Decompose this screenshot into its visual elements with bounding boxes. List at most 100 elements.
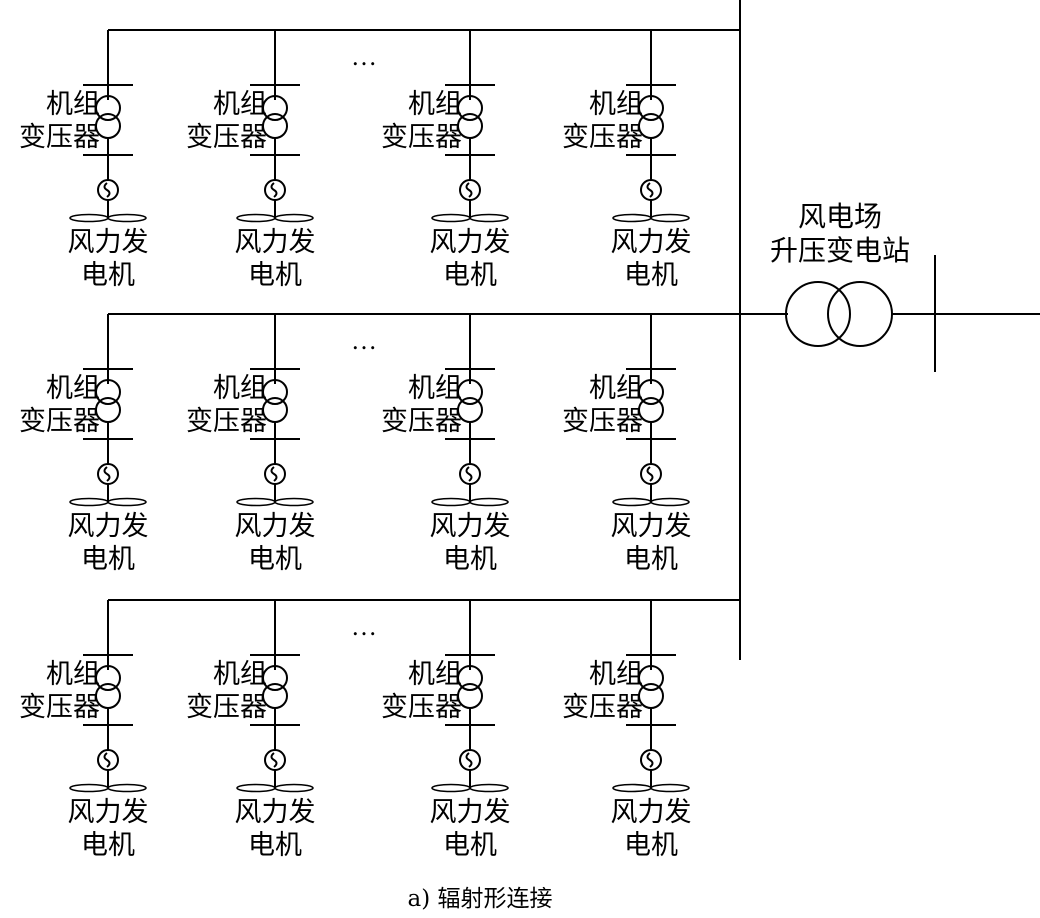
feeder-2-unit-3-transformer-hv-icon: [457, 379, 483, 405]
feeder-2-unit-3-generator-label-line1: 风力发: [429, 511, 511, 542]
feeder-2-unit-1-generator-label-line2: 电机: [81, 544, 135, 575]
feeder-3-unit-4-blade-left-icon: [612, 783, 652, 793]
feeder-2-unit-3-transformer-label: 机组变压器: [362, 372, 462, 438]
feeder-1-unit-1-generator-label-line1: 风力发: [67, 227, 149, 258]
feeder-1-unit-3-transformer-hv-icon: [457, 95, 483, 121]
feeder-3-unit-4-sine-icon: [646, 752, 654, 768]
feeder-3-unit-2-generator-label-line1: 风力发: [234, 797, 316, 828]
feeder-3-unit-4-transformer-label-line2: 变压器: [562, 692, 643, 723]
feeder-1-unit-2-transformer-label-line1: 机组: [213, 89, 267, 120]
feeder-3-unit-3-transformer-hv-icon: [457, 665, 483, 691]
feeder-2-unit-1-generator-label-line1: 风力发: [67, 511, 149, 542]
feeder-3-unit-1-sine-icon: [103, 752, 111, 768]
feeder-1-unit-4-transformer-label-line1: 机组: [589, 89, 643, 120]
substation-label-line2: 升压变电站: [769, 234, 910, 267]
feeder-3-unit-1-transformer-hv-icon: [95, 665, 121, 691]
feeder-2-unit-2-blade-right-icon: [274, 497, 314, 507]
feeder-2-unit-4-sine-icon: [646, 466, 654, 482]
feeder-3-unit-4-blade-right-icon: [650, 783, 690, 793]
feeder-1-unit-4-transformer-label-line2: 变压器: [562, 122, 643, 153]
feeder-3-unit-2-transformer-label-line2: 变压器: [186, 692, 267, 723]
feeder-1-unit-1-blade-left-icon: [69, 213, 109, 223]
feeder-1-unit-4-generator-label-line2: 电机: [624, 260, 678, 291]
feeder-2-unit-4-transformer-label: 机组变压器: [543, 372, 643, 438]
feeder-1-unit-4-transformer-label: 机组变压器: [543, 88, 643, 154]
substation-label: 风电场 升压变电站: [740, 200, 940, 268]
feeder-3-unit-1-generator-label-line2: 电机: [81, 830, 135, 861]
feeder-1-unit-3-generator-label-line1: 风力发: [429, 227, 511, 258]
feeder-2-unit-4-generator-label-line1: 风力发: [610, 511, 692, 542]
feeder-2-unit-4-transformer-hv-icon: [638, 379, 664, 405]
feeder-1-unit-4-generator-label-line1: 风力发: [610, 227, 692, 258]
feeder-3-unit-1-blade-right-icon: [107, 783, 147, 793]
feeder-2-unit-4-generator-label-line2: 电机: [624, 544, 678, 575]
feeder-1-unit-1-generator-label: 风力发电机: [53, 226, 163, 292]
feeder-1-unit-1-transformer-hv-icon: [95, 95, 121, 121]
feeder-3-unit-1-transformer-label: 机组变压器: [0, 658, 100, 724]
feeder-3-unit-2-generator-label-line2: 电机: [248, 830, 302, 861]
feeder-1-unit-4-transformer-hv-icon: [638, 95, 664, 121]
feeder-1-unit-1-transformer-label-line2: 变压器: [19, 122, 100, 153]
feeder-2-unit-3-blade-left-icon: [431, 497, 471, 507]
feeder-2-unit-4-generator-label: 风力发电机: [596, 510, 706, 576]
feeder-3-unit-2-generator-label: 风力发电机: [220, 796, 330, 862]
feeder-2-unit-2-generator-label-line2: 电机: [248, 544, 302, 575]
feeder-1-unit-3-blade-left-icon: [431, 213, 471, 223]
feeder-1-unit-2-generator-label-line1: 风力发: [234, 227, 316, 258]
feeder-1-unit-4-blade-left-icon: [612, 213, 652, 223]
feeder-3-unit-4-transformer-label: 机组变压器: [543, 658, 643, 724]
feeder-1-unit-4-generator-label: 风力发电机: [596, 226, 706, 292]
feeder-3-unit-2-transformer-label: 机组变压器: [167, 658, 267, 724]
feeder-1-unit-2-blade-right-icon: [274, 213, 314, 223]
feeder-3-unit-3-generator-label: 风力发电机: [415, 796, 525, 862]
feeder-1-unit-1-transformer-label-line1: 机组: [46, 89, 100, 120]
feeder-2-unit-4-blade-right-icon: [650, 497, 690, 507]
feeder-1-unit-2-blade-left-icon: [236, 213, 276, 223]
feeder-2-unit-2-sine-icon: [270, 466, 278, 482]
feeder-3-unit-1-generator-label-line1: 风力发: [67, 797, 149, 828]
feeder-1-unit-2-generator-label-line2: 电机: [248, 260, 302, 291]
feeder-1-unit-4-sine-icon: [646, 182, 654, 198]
figure-caption: a) 辐射形连接: [407, 886, 553, 912]
feeder-3-unit-1-transformer-label-line2: 变压器: [19, 692, 100, 723]
feeder-2-unit-3-generator-label-line2: 电机: [443, 544, 497, 575]
feeder-1-unit-3-transformer-label-line1: 机组: [408, 89, 462, 120]
feeder-2-unit-1-transformer-label: 机组变压器: [0, 372, 100, 438]
feeder-2-unit-4-blade-left-icon: [612, 497, 652, 507]
feeder-2-unit-1-transformer-hv-icon: [95, 379, 121, 405]
feeder-3-unit-2-transformer-label-line1: 机组: [213, 659, 267, 690]
feeder-2-unit-2-generator-label: 风力发电机: [220, 510, 330, 576]
feeder-3-unit-3-transformer-label: 机组变压器: [362, 658, 462, 724]
feeder-2-unit-3-sine-icon: [465, 466, 473, 482]
feeder-1-unit-1-transformer-label: 机组变压器: [0, 88, 100, 154]
feeder-2-unit-1-transformer-label-line2: 变压器: [19, 406, 100, 437]
feeder-2-unit-1-transformer-label-line1: 机组: [46, 373, 100, 404]
feeder-2-unit-3-generator-label: 风力发电机: [415, 510, 525, 576]
feeder-3-unit-3-blade-left-icon: [431, 783, 471, 793]
feeder-3-unit-2-blade-left-icon: [236, 783, 276, 793]
feeder-3-unit-3-transformer-label-line2: 变压器: [381, 692, 462, 723]
feeder-1-unit-3-generator-label: 风力发电机: [415, 226, 525, 292]
feeder-2-unit-2-transformer-hv-icon: [262, 379, 288, 405]
feeder-3-unit-4-transformer-label-line1: 机组: [589, 659, 643, 690]
feeder-2-unit-2-generator-label-line1: 风力发: [234, 511, 316, 542]
feeder-3-unit-4-generator-label-line2: 电机: [624, 830, 678, 861]
feeder-1-unit-2-transformer-label: 机组变压器: [167, 88, 267, 154]
feeder-2-unit-3-blade-right-icon: [469, 497, 509, 507]
substation-transformer-primary-icon: [785, 281, 851, 347]
feeder-2-unit-2-transformer-label-line1: 机组: [213, 373, 267, 404]
feeder-3-unit-1-blade-left-icon: [69, 783, 109, 793]
feeder-1-unit-2-sine-icon: [270, 182, 278, 198]
feeder-3-ellipsis: …: [351, 612, 378, 641]
substation-transformer-secondary-icon: [827, 281, 893, 347]
feeder-2-unit-2-transformer-label: 机组变压器: [167, 372, 267, 438]
feeder-3-unit-2-transformer-hv-icon: [262, 665, 288, 691]
feeder-2-unit-1-blade-left-icon: [69, 497, 109, 507]
feeder-2-unit-2-blade-left-icon: [236, 497, 276, 507]
feeder-3-unit-3-transformer-label-line1: 机组: [408, 659, 462, 690]
feeder-1-unit-1-sine-icon: [103, 182, 111, 198]
feeder-1-unit-1-generator-label-line2: 电机: [81, 260, 135, 291]
feeder-2-unit-4-transformer-label-line2: 变压器: [562, 406, 643, 437]
